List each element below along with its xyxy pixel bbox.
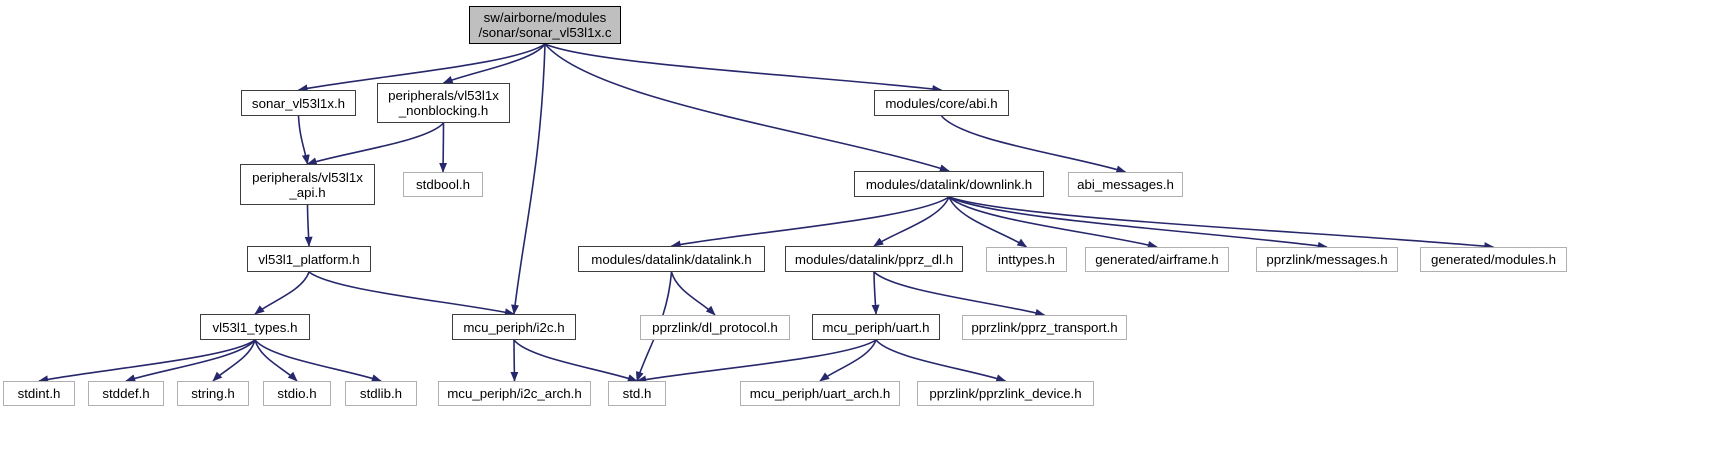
graph-node-stdint[interactable]: stdint.h xyxy=(3,381,75,406)
edge-types-to-stdint xyxy=(38,339,256,384)
graph-node-sonar_h[interactable]: sonar_vl53l1x.h xyxy=(241,90,356,116)
edge-downlink-to-pprz_msgs xyxy=(948,196,1328,250)
graph-node-gen_modules[interactable]: generated/modules.h xyxy=(1420,247,1567,272)
graph-node-pprz_transp[interactable]: pprzlink/pprz_transport.h xyxy=(962,315,1127,340)
edge-root-to-downlink xyxy=(544,43,950,173)
edge-root-to-abi_h xyxy=(544,43,943,93)
edge-types-to-string xyxy=(212,339,256,382)
edge-root-to-nonblocking xyxy=(442,43,546,84)
edge-datalink-to-dl_proto xyxy=(670,271,716,316)
graph-node-uart[interactable]: mcu_periph/uart.h xyxy=(812,314,940,340)
edge-uart-to-std_h xyxy=(636,339,877,384)
graph-node-string[interactable]: string.h xyxy=(177,381,249,406)
graph-node-abi_h[interactable]: modules/core/abi.h xyxy=(874,90,1009,116)
edge-nonblocking-to-api_h xyxy=(306,122,445,166)
edge-nonblocking-to-stdbool xyxy=(439,122,448,173)
edge-uart-to-uart_arch xyxy=(819,339,877,382)
edge-types-to-stddef xyxy=(125,339,256,383)
edge-abi_h-to-abi_msgs xyxy=(940,115,1127,174)
graph-node-airframe[interactable]: generated/airframe.h xyxy=(1085,247,1229,272)
graph-node-pprz_dl[interactable]: modules/datalink/pprz_dl.h xyxy=(785,246,963,272)
edge-i2c-to-std_h xyxy=(513,339,638,382)
edge-root-to-i2c xyxy=(511,43,546,315)
graph-node-datalink[interactable]: modules/datalink/datalink.h xyxy=(578,246,765,272)
graph-node-uart_arch[interactable]: mcu_periph/uart_arch.h xyxy=(740,381,900,406)
graph-node-stdbool[interactable]: stdbool.h xyxy=(403,172,483,197)
edge-downlink-to-airframe xyxy=(948,196,1158,249)
edge-uart-to-pprz_device xyxy=(875,339,1007,383)
edge-i2c-to-i2c_arch xyxy=(510,339,519,382)
edge-pprz_dl-to-pprz_transp xyxy=(873,271,1046,317)
graph-node-dl_proto[interactable]: pprzlink/dl_protocol.h xyxy=(640,315,790,340)
graph-node-i2c[interactable]: mcu_periph/i2c.h xyxy=(452,314,576,340)
edge-types-to-stdio xyxy=(254,339,298,382)
graph-node-types[interactable]: vl53l1_types.h xyxy=(200,314,310,340)
graph-node-i2c_arch[interactable]: mcu_periph/i2c_arch.h xyxy=(438,381,591,406)
edge-downlink-to-pprz_dl xyxy=(873,196,950,247)
edge-downlink-to-inttypes xyxy=(948,196,1028,248)
graph-node-root[interactable]: sw/airborne/modules /sonar/sonar_vl53l1x… xyxy=(469,6,621,44)
graph-node-platform[interactable]: vl53l1_platform.h xyxy=(247,246,371,272)
graph-node-pprz_device[interactable]: pprzlink/pprzlink_device.h xyxy=(917,381,1094,406)
graph-node-inttypes[interactable]: inttypes.h xyxy=(986,247,1067,272)
graph-node-stdio[interactable]: stdio.h xyxy=(263,381,331,406)
graph-node-abi_msgs[interactable]: abi_messages.h xyxy=(1068,172,1183,197)
graph-node-api_h[interactable]: peripherals/vl53l1x _api.h xyxy=(240,164,375,205)
edge-api_h-to-platform xyxy=(304,204,313,247)
edge-platform-to-i2c xyxy=(308,271,515,317)
edge-pprz_dl-to-uart xyxy=(871,271,880,315)
edge-platform-to-types xyxy=(254,271,310,315)
graph-node-downlink[interactable]: modules/datalink/downlink.h xyxy=(854,171,1044,197)
edge-downlink-to-datalink xyxy=(670,196,950,249)
edge-root-to-sonar_h xyxy=(297,43,546,93)
edge-downlink-to-gen_modules xyxy=(948,196,1495,251)
graph-node-stddef[interactable]: stddef.h xyxy=(88,381,164,406)
graph-node-pprz_msgs[interactable]: pprzlink/messages.h xyxy=(1256,247,1398,272)
graph-node-nonblocking[interactable]: peripherals/vl53l1x _nonblocking.h xyxy=(377,83,510,123)
graph-node-std_h[interactable]: std.h xyxy=(608,381,666,406)
graph-node-stdlib[interactable]: stdlib.h xyxy=(345,381,417,406)
edge-types-to-stdlib xyxy=(254,339,382,382)
edge-sonar_h-to-api_h xyxy=(297,115,310,165)
